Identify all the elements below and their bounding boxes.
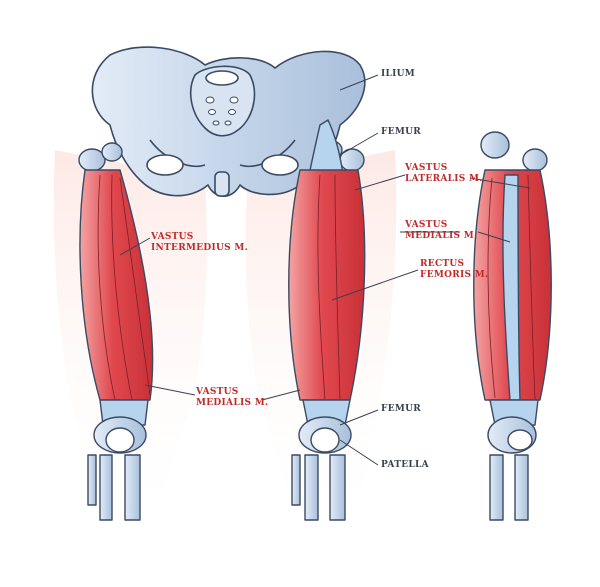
label-femur-top: FEMUR — [381, 127, 421, 138]
label-vastus-medialis-center: VASTUS MEDIALIS M. — [196, 387, 268, 409]
label-vastus-lateralis: VASTUS LATERALIS M. — [405, 163, 483, 185]
label-femur-bottom: FEMUR — [381, 404, 421, 415]
right-leg-side-view — [474, 132, 552, 520]
label-ilium: ILIUM — [381, 69, 415, 80]
label-vastus-intermedius: VASTUS INTERMEDIUS M. — [151, 232, 248, 254]
label-vastus-medialis-right: VASTUS MEDIALIS M. — [405, 220, 477, 242]
label-patella: PATELLA — [381, 460, 429, 471]
label-rectus-femoris: RECTUS FEMORIS M. — [420, 259, 488, 281]
